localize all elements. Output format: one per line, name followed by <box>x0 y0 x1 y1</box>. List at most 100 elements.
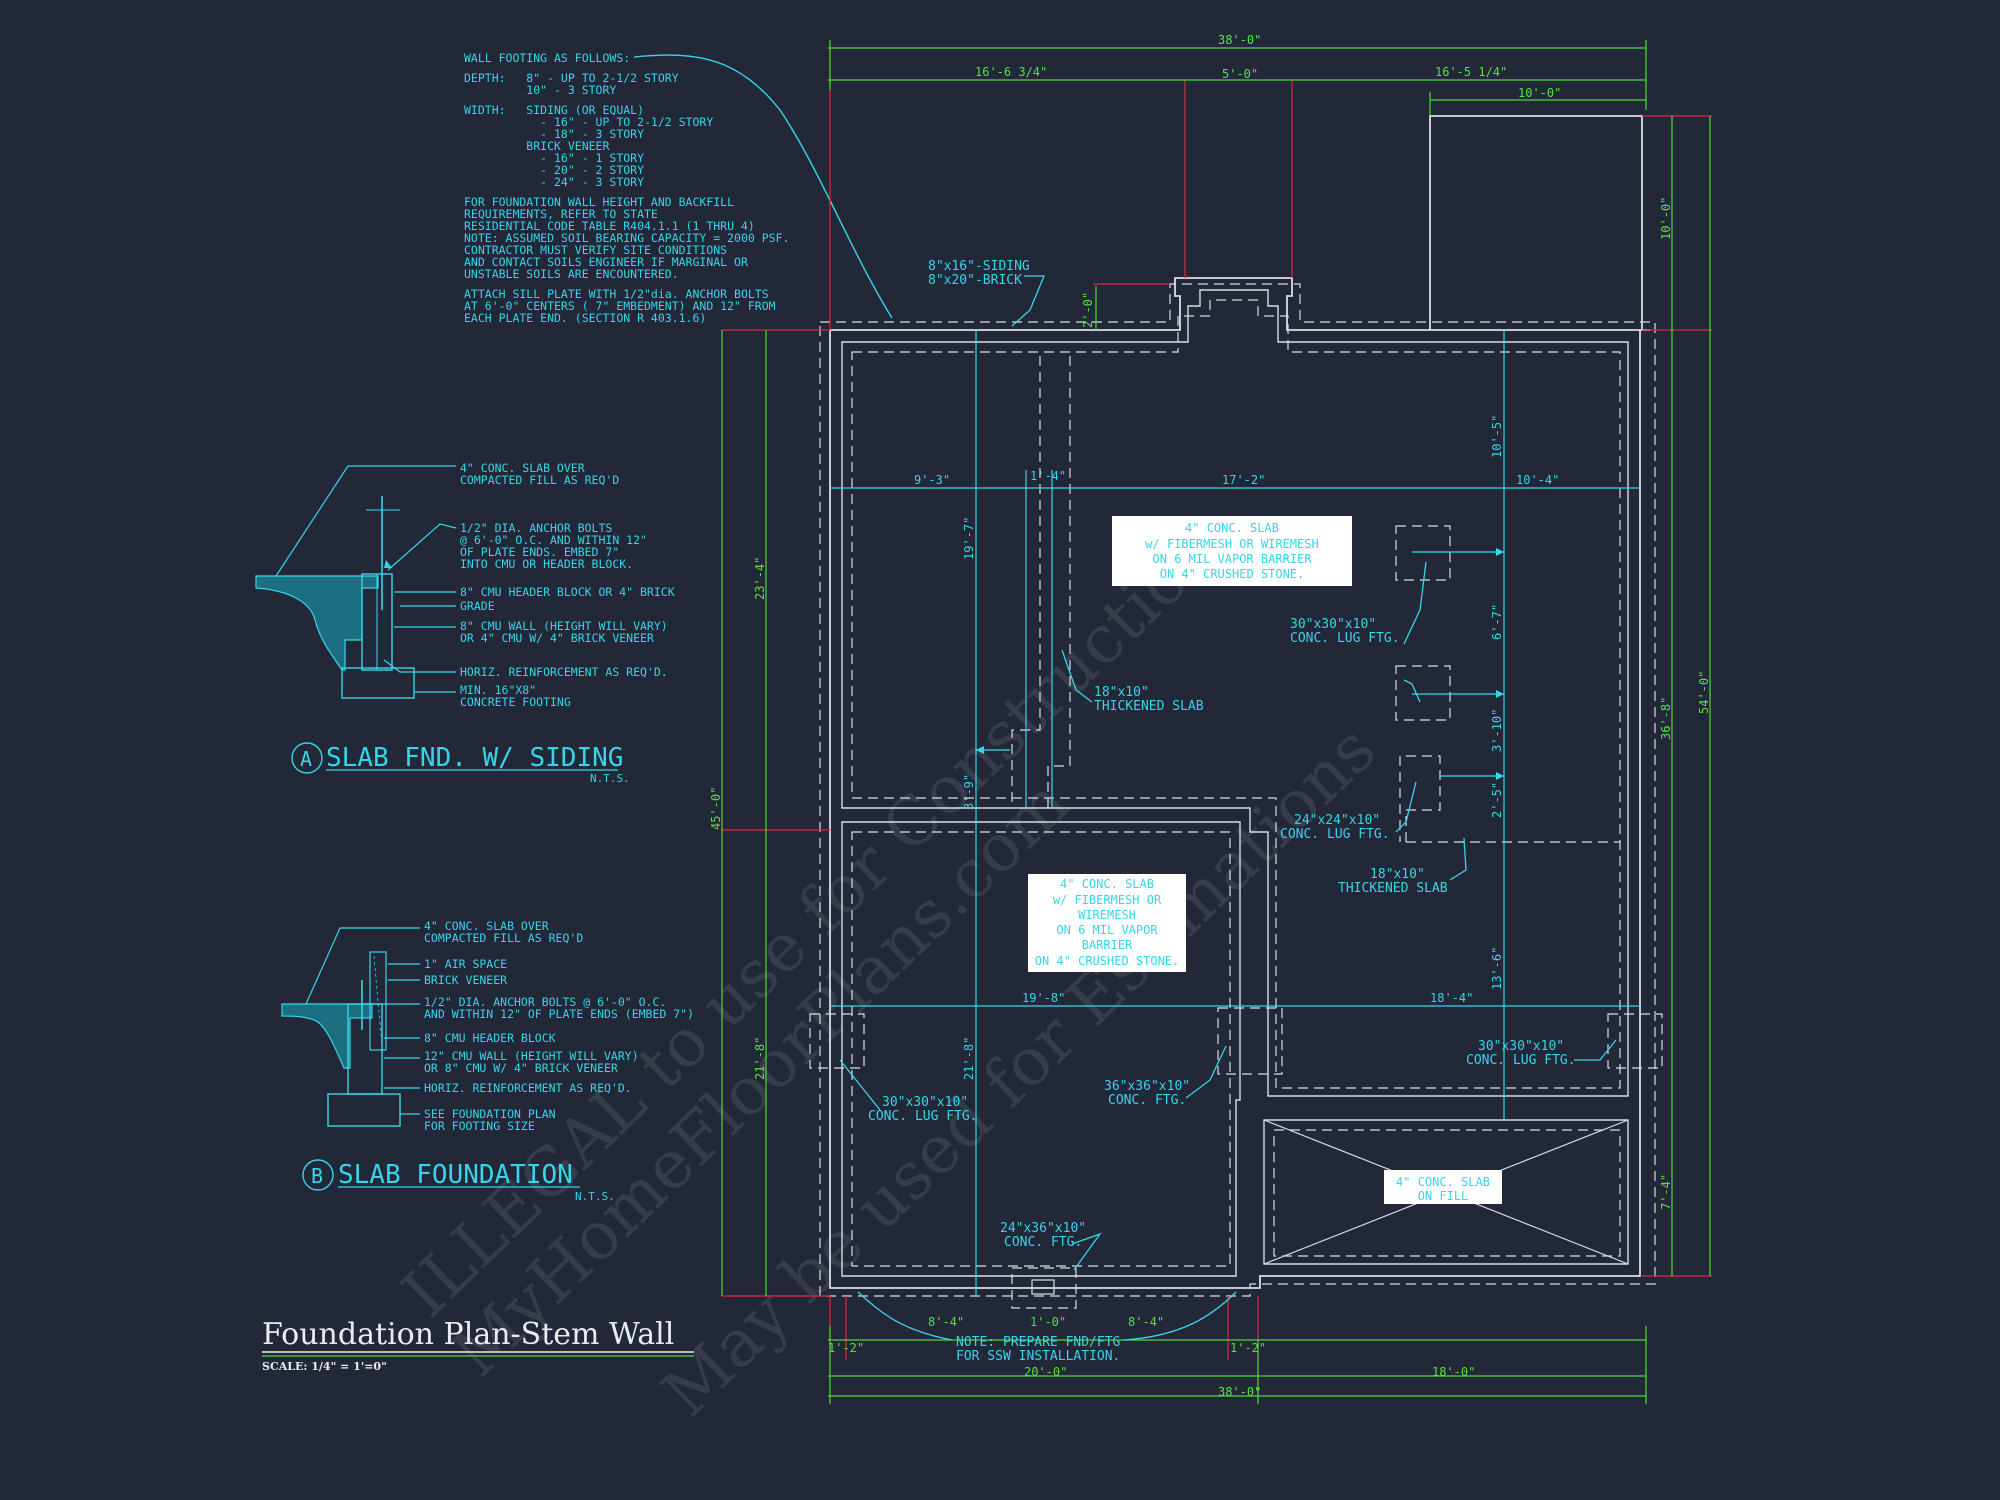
note-line: WIDTH: SIDING (OR EQUAL) <box>464 103 644 117</box>
dim-v-2-5: 2'-5" <box>1490 782 1504 818</box>
detail-b-slab-fill <box>281 1003 373 1069</box>
detail-label: INTO CMU OR HEADER BLOCK. <box>460 557 633 571</box>
ssw-post <box>1031 1279 1055 1295</box>
detail-label: 8" CMU HEADER BLOCK OR 4" BRICK <box>460 585 675 599</box>
note-line: FOR FOUNDATION WALL HEIGHT AND BACKFILL <box>464 195 734 209</box>
dim-v-6-7: 6'-7" <box>1490 604 1504 640</box>
detail-a-title: SLAB FND. W/ SIDING <box>326 743 623 773</box>
callout-ftg-24: 24"x36"x10" <box>1000 1221 1086 1236</box>
note-line: BRICK VENEER <box>464 139 609 153</box>
detail-b-labels: 4" CONC. SLAB OVER COMPACTED FILL AS REQ… <box>424 919 694 1133</box>
dim-bot-1-0: 1'-0" <box>1030 1315 1066 1329</box>
callout-labels: 8"x16"-SIDING 8"x20"-BRICK 30"x30"x10" C… <box>868 259 1576 1364</box>
detail-label: 8" CMU HEADER BLOCK <box>424 1031 556 1045</box>
dim-top-left: 16'-6 3/4" <box>975 65 1047 79</box>
callout-lug-left: 30"x30"x10" <box>882 1095 968 1110</box>
interior-dimension-text: 9'-3" 1'-4" 17'-2" 10'-4" 19'-8" 18'-4" … <box>914 415 1559 1080</box>
callout-thick-left: THICKENED SLAB <box>1094 699 1204 714</box>
slab-notes: 4" CONC. SLAB w/ FIBERMESH OR WIREMESH O… <box>1028 516 1502 1204</box>
detail-a-letter: A <box>300 747 312 771</box>
note-line: EACH PLATE END. (SECTION R 403.1.6) <box>464 311 706 325</box>
detail-label: 1/2" DIA. ANCHOR BOLTS <box>460 521 612 535</box>
detail-label: AND WITHIN 12" OF PLATE ENDS (EMBED 7") <box>424 1007 694 1021</box>
callout-thick-right: 18"x10" <box>1370 867 1425 882</box>
detail-a-footing <box>341 667 415 699</box>
note-line: AND CONTACT SOILS ENGINEER IF MARGINAL O… <box>464 255 748 269</box>
note-line: DEPTH: 8" - UP TO 2-1/2 STORY <box>464 71 679 85</box>
detail-a-arrow <box>384 560 392 568</box>
dim-left-23-4: 23'-4" <box>753 557 767 600</box>
dim-interior-6: 18'-4" <box>1430 991 1473 1005</box>
callout-lug-upper: CONC. LUG FTG. <box>1290 631 1400 646</box>
callout-ftg-36: CONC. FTG. <box>1108 1093 1186 1108</box>
callout-lug-upper: 30"x30"x10" <box>1290 617 1376 632</box>
detail-label: FOR FOOTING SIZE <box>424 1119 535 1133</box>
dim-interior-2: 1'-4" <box>1030 469 1066 483</box>
dim-interior-1: 9'-3" <box>914 473 950 487</box>
detail-b-leaders <box>305 927 420 1115</box>
dim-bump: 2'-0" <box>1081 292 1095 328</box>
dim-v-13-6: 13'-6" <box>1490 947 1504 990</box>
detail-label: GRADE <box>460 599 495 613</box>
detail-a: 4" CONC. SLAB OVER COMPACTED FILL AS REQ… <box>255 461 675 785</box>
callout-ssw: NOTE: PREPARE FND/FTG <box>956 1335 1121 1350</box>
detail-a-labels: 4" CONC. SLAB OVER COMPACTED FILL AS REQ… <box>460 461 675 709</box>
dim-bot-18-0: 18'-0" <box>1432 1365 1475 1379</box>
general-notes: WALL FOOTING AS FOLLOWS: DEPTH: 8" - UP … <box>464 51 893 325</box>
slab-lower-line: ON 4" CRUSHED STONE. <box>1035 954 1180 968</box>
dim-bot-1-2a: 1'-2" <box>828 1341 864 1355</box>
detail-label: 4" CONC. SLAB OVER <box>460 461 585 475</box>
footing-garage-dashed <box>1273 1129 1621 1257</box>
note-line: 10" - 3 STORY <box>464 83 616 97</box>
detail-label: MIN. 16"X8" <box>460 683 536 697</box>
slab-lower-line: w/ FIBERMESH OR <box>1053 893 1162 907</box>
detail-b-nts: N.T.S. <box>575 1190 615 1203</box>
detail-label: OR 4" CMU W/ 4" BRICK VENEER <box>460 631 654 645</box>
detail-label: BRICK VENEER <box>424 973 507 987</box>
slab-lower-box <box>1028 874 1186 972</box>
slab-lower-line: WIREMESH <box>1078 908 1136 922</box>
detail-label: 1" AIR SPACE <box>424 957 507 971</box>
dim-v-10-5: 10'-5" <box>1490 415 1504 458</box>
dim-v-21-8: 21'-8" <box>962 1037 976 1080</box>
detail-a-slab-fill <box>255 575 379 671</box>
dim-right-7-4: 7'-4" <box>1659 1174 1673 1210</box>
slab-lower-line: 4" CONC. SLAB <box>1060 877 1154 891</box>
dim-bot-8-4b: 8'-4" <box>1128 1315 1164 1329</box>
callout-lug-left: CONC. LUG FTG. <box>868 1109 978 1124</box>
detail-label: 12" CMU WALL (HEIGHT WILL VARY) <box>424 1049 639 1063</box>
detail-label: COMPACTED FILL AS REQ'D <box>460 473 619 487</box>
note-line: REQUIREMENTS, REFER TO STATE <box>464 207 658 221</box>
porch-outline <box>1429 115 1643 330</box>
detail-label: CONCRETE FOOTING <box>460 695 571 709</box>
foundation-inner-wall-lower <box>841 821 1241 1277</box>
slab-main-line: ON 4" CRUSHED STONE. <box>1160 567 1305 581</box>
dim-top-mid: 5'-0" <box>1222 67 1258 81</box>
detail-label: OF PLATE ENDS. EMBED 7" <box>460 545 619 559</box>
callout-lug-24: CONC. LUG FTG. <box>1280 827 1390 842</box>
detail-label: 1/2" DIA. ANCHOR BOLTS @ 6'-0" O.C. <box>424 995 666 1009</box>
note-line: - 16" - 1 STORY <box>464 151 644 165</box>
dim-right-36-8: 36'-8" <box>1659 697 1673 740</box>
lug-footing-1 <box>1395 525 1451 581</box>
dim-right-10-0: 10'-0" <box>1659 197 1673 240</box>
detail-a-marker <box>291 742 323 774</box>
detail-a-leaders <box>275 465 457 693</box>
detail-label: @ 6'-0" O.C. AND WITHIN 12" <box>460 533 647 547</box>
slab-fill-line: 4" CONC. SLAB <box>1396 1175 1490 1189</box>
detail-label: 4" CONC. SLAB OVER <box>424 919 549 933</box>
slab-lower-line: BARRIER <box>1082 938 1133 952</box>
slab-fill-box <box>1384 1170 1502 1204</box>
note-line: RESIDENTIAL CODE TABLE R404.1.1 (1 THRU … <box>464 219 755 233</box>
detail-b-title: SLAB FOUNDATION <box>338 1160 573 1190</box>
slab-fill-line: ON FILL <box>1418 1189 1469 1203</box>
note-line: WALL FOOTING AS FOLLOWS: <box>464 51 630 65</box>
callout-siding: 8"x16"-SIDING <box>928 259 1030 274</box>
detail-label: HORIZ. REINFORCEMENT AS REQ'D. <box>460 665 668 679</box>
slab-lower-line: ON 6 MIL VAPOR <box>1056 923 1158 937</box>
note-leader <box>633 54 893 319</box>
lug-footing-4 <box>1607 1013 1663 1069</box>
dim-top-porch: 10'-0" <box>1518 86 1561 100</box>
